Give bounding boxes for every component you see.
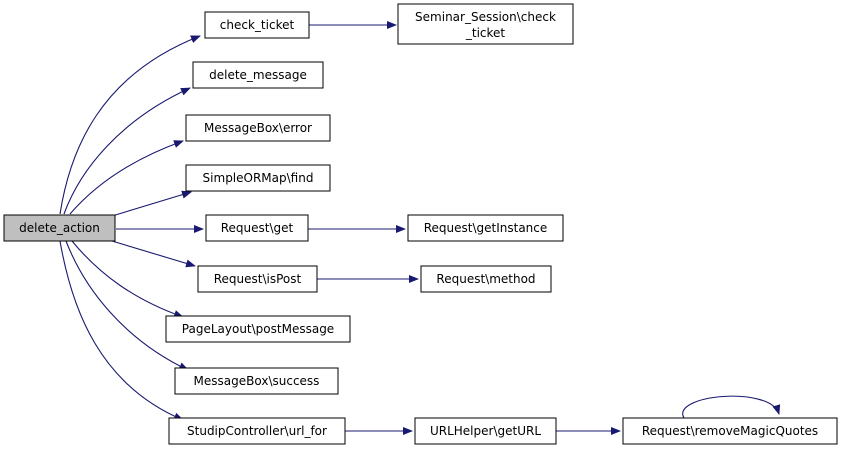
node-simpleormap-find-label: SimpleORMap\find bbox=[203, 171, 314, 185]
node-messagebox-error-box bbox=[185, 114, 331, 142]
edge-delete-action-to-messagebox-success bbox=[65, 240, 189, 371]
node-delete-message[interactable]: delete_message bbox=[192, 61, 324, 89]
edge-request-removemagicquotes-self-loop bbox=[682, 395, 781, 419]
node-messagebox-error-label: MessageBox\error bbox=[204, 121, 312, 135]
node-request-method[interactable]: Request\method bbox=[420, 265, 552, 293]
node-request-removemagicquotes-label: Request\removeMagicQuotes bbox=[642, 424, 818, 438]
edge-delete-action-to-simpleormap-find bbox=[111, 190, 192, 217]
node-request-method-label: Request\method bbox=[436, 272, 535, 286]
node-delete-action-box bbox=[3, 214, 116, 242]
edge-delete-action-to-pagelayout-postmessage bbox=[71, 240, 184, 318]
node-request-removemagicquotes-box bbox=[622, 417, 838, 445]
node-request-ispost-label: Request\isPost bbox=[214, 272, 302, 286]
node-delete-action[interactable]: delete_action bbox=[3, 214, 116, 242]
node-messagebox-success-box bbox=[174, 367, 339, 395]
node-request-ispost-box bbox=[197, 265, 318, 293]
node-request-get-box bbox=[205, 214, 309, 242]
node-pagelayout-postmessage-label: PageLayout\postMessage bbox=[182, 322, 334, 336]
node-request-getinstance[interactable]: Request\getInstance bbox=[407, 214, 564, 242]
node-urlhelper-geturl-label: URLHelper\getURL bbox=[430, 424, 541, 438]
node-messagebox-error[interactable]: MessageBox\error bbox=[185, 114, 331, 142]
node-request-getinstance-label: Request\getInstance bbox=[424, 221, 548, 235]
node-request-getinstance-box bbox=[407, 214, 564, 242]
edge-delete-action-to-delete-message bbox=[63, 87, 191, 215]
edge-delete-action-to-request-ispost bbox=[111, 240, 196, 268]
node-studipcontroller-url-for-box bbox=[168, 417, 346, 445]
node-simpleormap-find-box bbox=[185, 164, 331, 192]
node-studipcontroller-url-for-label: StudipController\url_for bbox=[187, 424, 327, 438]
nodes: delete_action check_ticket Seminar_Sessi… bbox=[3, 3, 838, 445]
node-request-removemagicquotes[interactable]: Request\removeMagicQuotes bbox=[622, 417, 838, 445]
node-check-ticket-label: check_ticket bbox=[220, 18, 295, 32]
node-pagelayout-postmessage-box bbox=[165, 315, 351, 343]
edge-delete-action-to-check-ticket bbox=[59, 35, 201, 215]
node-request-get-label: Request\get bbox=[221, 221, 294, 235]
node-seminar-session-check-ticket-box bbox=[397, 3, 574, 45]
node-urlhelper-geturl[interactable]: URLHelper\getURL bbox=[414, 417, 557, 445]
node-messagebox-success[interactable]: MessageBox\success bbox=[174, 367, 339, 395]
node-seminar-session-check-ticket-label-line2: _ticket bbox=[465, 26, 506, 40]
node-delete-message-box bbox=[192, 61, 324, 89]
node-urlhelper-geturl-box bbox=[414, 417, 557, 445]
edge-delete-action-to-studipcontroller-url-for bbox=[59, 240, 184, 421]
node-messagebox-success-label: MessageBox\success bbox=[194, 374, 320, 388]
edges bbox=[59, 21, 781, 435]
node-seminar-session-check-ticket[interactable]: Seminar_Session\check _ticket bbox=[397, 3, 574, 45]
node-seminar-session-check-ticket-label-line1: Seminar_Session\check bbox=[415, 10, 556, 24]
node-request-get[interactable]: Request\get bbox=[205, 214, 309, 242]
node-simpleormap-find[interactable]: SimpleORMap\find bbox=[185, 164, 331, 192]
node-studipcontroller-url-for[interactable]: StudipController\url_for bbox=[168, 417, 346, 445]
node-check-ticket[interactable]: check_ticket bbox=[204, 11, 310, 39]
node-delete-action-label: delete_action bbox=[19, 221, 100, 235]
node-check-ticket-box bbox=[204, 11, 310, 39]
node-pagelayout-postmessage[interactable]: PageLayout\postMessage bbox=[165, 315, 351, 343]
node-request-ispost[interactable]: Request\isPost bbox=[197, 265, 318, 293]
edge-delete-action-to-messagebox-error bbox=[69, 140, 184, 215]
node-request-method-box bbox=[420, 265, 552, 293]
node-delete-message-label: delete_message bbox=[209, 68, 307, 82]
